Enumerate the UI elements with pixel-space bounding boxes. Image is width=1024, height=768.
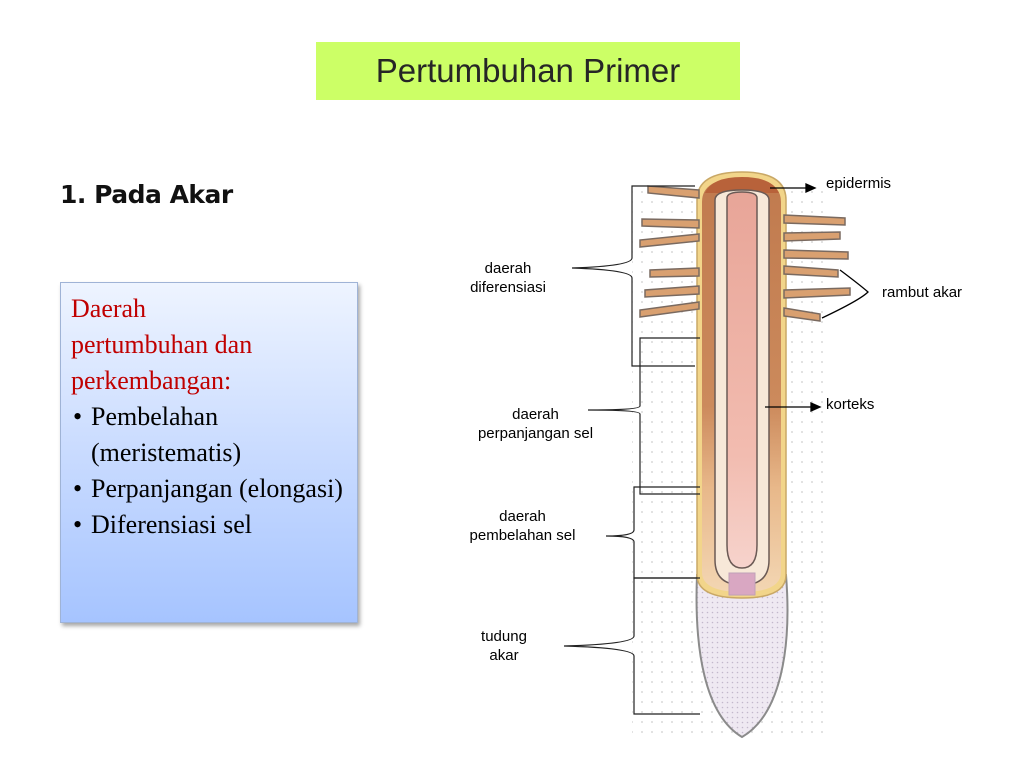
epidermis-arrow-head (805, 182, 817, 194)
label-tudung-line2: akar (489, 647, 519, 664)
label-rambut-akar: rambut akar (882, 284, 963, 301)
info-box: Daerah pertumbuhan dan perkembangan: Pem… (60, 282, 358, 623)
brace-perpanjangan (587, 337, 700, 495)
rambut-akar-brace (821, 269, 869, 319)
info-list: Pembelahan (meristematis) Perpanjangan (… (71, 399, 347, 543)
korteks-arrow-head (810, 401, 822, 413)
label-perpanjangan-line2: perpanjangan sel (477, 425, 594, 442)
label-tudung-akar: tudung akar (464, 627, 544, 665)
slide-title: Pertumbuhan Primer (375, 52, 681, 89)
label-daerah-diferensiasi: daerah diferensiasi (448, 259, 568, 297)
slide-title-box: Pertumbuhan Primer (316, 42, 740, 100)
region-braces (563, 185, 700, 715)
info-item-pembelahan: Pembelahan (meristematis) (71, 399, 347, 471)
root-hairs-right (783, 214, 851, 322)
root-top-epidermis (705, 177, 779, 193)
brace-diferensiasi (571, 185, 695, 367)
meristem-cells (728, 572, 756, 596)
info-item-perpanjangan: Perpanjangan (elongasi) (71, 471, 347, 507)
label-epidermis: epidermis (826, 175, 892, 192)
brace-tudung (563, 577, 700, 715)
label-diferensiasi-line1: daerah (484, 260, 532, 277)
vascular-core (726, 191, 758, 569)
info-item-diferensiasi: Diferensiasi sel (71, 507, 347, 543)
root-hairs-left (639, 185, 700, 318)
info-heading: Daerah pertumbuhan dan perkembangan: (71, 294, 253, 395)
label-tudung-line1: tudung (481, 628, 527, 645)
label-daerah-pembelahan: daerah pembelahan sel (440, 507, 605, 545)
label-perpanjangan-line1: daerah (512, 406, 559, 423)
label-pembelahan-line2: pembelahan sel (469, 527, 576, 544)
section-subtitle: 1. Pada Akar (60, 180, 233, 209)
label-pembelahan-line1: daerah (499, 508, 546, 525)
label-diferensiasi-line2: diferensiasi (470, 279, 546, 296)
pointer-lines (765, 182, 869, 413)
label-korteks: korteks (826, 396, 875, 413)
brace-pembelahan (605, 486, 700, 579)
root-cap (695, 574, 789, 739)
label-daerah-perpanjangan: daerah perpanjangan sel (448, 405, 623, 443)
